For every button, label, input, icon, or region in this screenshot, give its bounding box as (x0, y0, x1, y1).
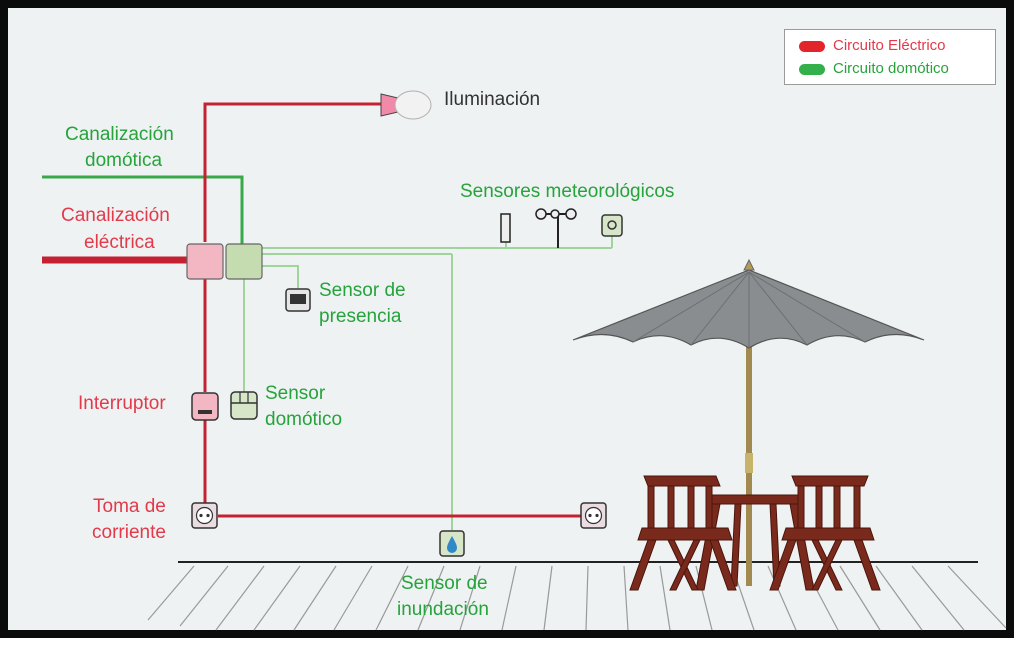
switch-icon (191, 392, 219, 421)
power-outlet-icon (191, 502, 218, 529)
electric-junction-box (186, 243, 224, 280)
home-channel-label-line1: Canalización (65, 124, 174, 145)
legend-swatch-home (799, 64, 825, 75)
legend-label-home: Circuito domótico (833, 60, 949, 77)
flood-sensor-icon (439, 530, 465, 557)
home-automation-junction-box (225, 243, 263, 280)
patio-furniture-icon (629, 475, 881, 591)
presence-sensor-label-line1: Sensor de (319, 280, 406, 301)
legend-swatch-electric (799, 41, 825, 52)
home-sensor-label-line2: domótico (265, 409, 343, 430)
legend-label-electric: Circuito Eléctrico (833, 37, 946, 54)
electric-channel-label-line1: Canalización (61, 205, 170, 226)
weather-sensors-label: Sensores meteorológicos (460, 181, 675, 202)
patio-umbrella-icon (572, 258, 925, 586)
power-outlet-icon (580, 502, 607, 529)
flood-sensor-label-line1: Sensor de (401, 573, 488, 594)
electric-channel-label-line2: eléctrica (84, 232, 155, 253)
presence-sensor-label-line2: presencia (319, 306, 402, 327)
outlet-label-line2: corriente (92, 522, 166, 543)
switch-label: Interruptor (78, 393, 166, 414)
weather-sensors-icon (500, 208, 623, 248)
flood-sensor-label-line2: inundación (397, 599, 489, 620)
legend: Circuito Eléctrico Circuito domótico (784, 29, 996, 85)
outlet-label-line1: Toma de (93, 496, 166, 517)
presence-sensor-icon (285, 288, 311, 312)
home-channel-label-line2: domótica (85, 150, 163, 171)
electric-wiring (42, 102, 582, 518)
light-bulb-icon (380, 90, 432, 120)
installation-diagram (42, 90, 1007, 631)
home-sensor-label-line1: Sensor (265, 383, 326, 404)
home-automation-wiring (42, 175, 613, 530)
lighting-label: Iluminación (444, 89, 541, 110)
deck-floor (147, 561, 1007, 631)
home-sensor-icon (230, 391, 258, 420)
